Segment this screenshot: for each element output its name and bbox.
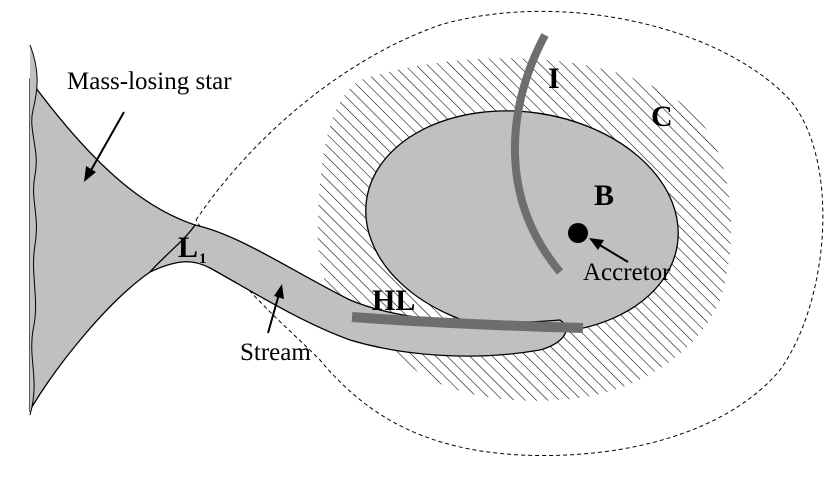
- label-mass-losing-star: Mass-losing star: [67, 68, 232, 95]
- label-region-c: C: [651, 100, 673, 133]
- label-region-hl: HL: [372, 284, 415, 317]
- arrow-accretor: [589, 238, 629, 263]
- arrow-star: [84, 111, 125, 182]
- label-stream: Stream: [240, 339, 311, 366]
- label-region-b: B: [594, 179, 614, 212]
- i-arc: [510, 33, 564, 275]
- label-l1-main: L: [178, 231, 198, 264]
- label-l1: L1: [178, 231, 207, 267]
- star-left-edge: [29, 44, 38, 416]
- accretor-dot: [568, 223, 588, 243]
- label-region-i: I: [548, 62, 560, 95]
- hl-band: [351, 312, 584, 333]
- arrow-stream: [267, 284, 284, 334]
- label-l1-sub: 1: [199, 251, 207, 267]
- mass-losing-star: [29, 78, 196, 413]
- label-accretor: Accretor: [583, 259, 671, 286]
- roche-lobe-outline: [195, 10, 824, 457]
